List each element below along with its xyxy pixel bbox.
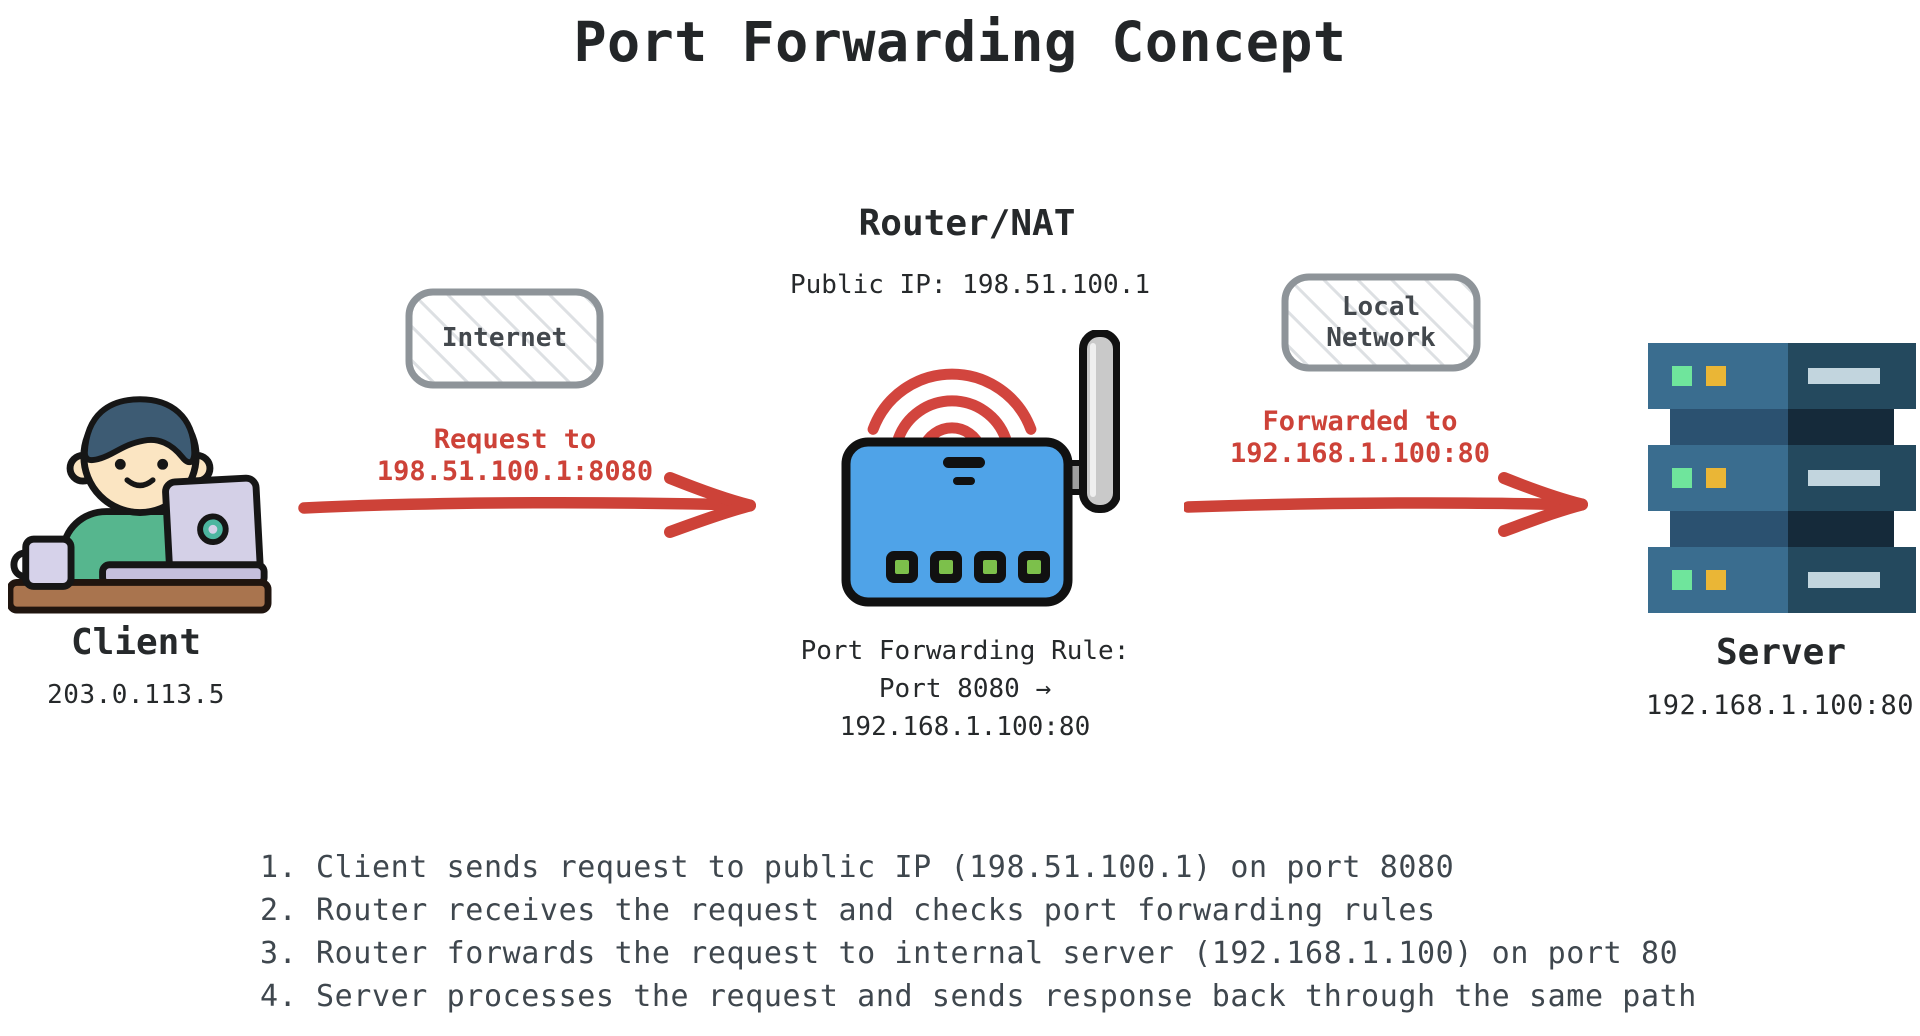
server-connector: [1670, 511, 1788, 547]
step-1: 1. Client sends request to public IP (19…: [260, 850, 1455, 885]
server-connector: [1788, 511, 1894, 547]
internet-box: [405, 288, 604, 389]
router-label: Router/NAT: [858, 203, 1076, 244]
server-unit: [1648, 445, 1916, 511]
router-dash-1: [943, 457, 985, 468]
router-public-ip: Public IP: 198.51.100.1: [789, 270, 1151, 300]
laptop-icon: [162, 474, 264, 584]
mug-icon: [22, 535, 75, 590]
arrow-router-to-server-icon: [1184, 472, 1588, 537]
port-forwarding-rule: Port Forwarding Rule: Port 8080 → 192.16…: [765, 632, 1165, 746]
server-unit: [1648, 547, 1916, 613]
server-unit: [1648, 343, 1916, 409]
wifi-waves-icon: [867, 368, 1037, 454]
step-4: 4. Server processes the request and send…: [260, 979, 1697, 1014]
server-connector: [1788, 409, 1894, 445]
server-ip: 192.168.1.100:80: [1645, 690, 1915, 721]
local-network-line2: Network: [1326, 323, 1436, 353]
forwarded-line2: 192.168.1.100:80: [1229, 438, 1491, 469]
local-network-line1: Local: [1341, 292, 1421, 322]
step-2: 2. Router receives the request and check…: [260, 893, 1436, 928]
rule-line3: 192.168.1.100:80: [839, 712, 1091, 742]
client-illustration-icon: [8, 396, 272, 614]
server-icon: [1648, 343, 1916, 613]
internet-box-label: Internet: [441, 323, 568, 353]
client-label: Client: [70, 622, 202, 663]
antenna-icon: [1079, 330, 1120, 513]
rule-line2: Port 8080 →: [878, 674, 1052, 704]
forwarded-annotation: Forwarded to 192.168.1.100:80: [1200, 406, 1520, 470]
local-network-box: [1281, 273, 1481, 372]
desk: [8, 579, 272, 614]
request-line1: Request to: [433, 424, 597, 455]
rule-line1: Port Forwarding Rule:: [800, 636, 1130, 666]
client-ip: 203.0.113.5: [47, 680, 225, 710]
client-eye-left: [114, 458, 126, 470]
router-dash-2: [953, 477, 975, 485]
page-title: Port Forwarding Concept: [573, 10, 1347, 74]
request-line2: 198.51.100.1:8080: [376, 456, 654, 487]
router-icon: [841, 330, 1120, 607]
router-ports: [886, 551, 1050, 583]
request-annotation: Request to 198.51.100.1:8080: [355, 424, 675, 488]
forwarded-line1: Forwarded to: [1262, 406, 1458, 437]
server-label: Server: [1715, 632, 1847, 673]
server-connector: [1670, 409, 1788, 445]
mug-handle: [10, 549, 27, 581]
client-eye-right: [157, 458, 169, 470]
client-smile: [124, 477, 156, 489]
local-network-box-label: Local Network: [1280, 292, 1482, 354]
step-3: 3. Router forwards the request to intern…: [260, 936, 1679, 971]
steps-list: 1. Client sends request to public IP (19…: [260, 846, 1760, 1018]
client-hair: [81, 396, 198, 466]
arrow-client-to-router-icon: [298, 472, 756, 538]
